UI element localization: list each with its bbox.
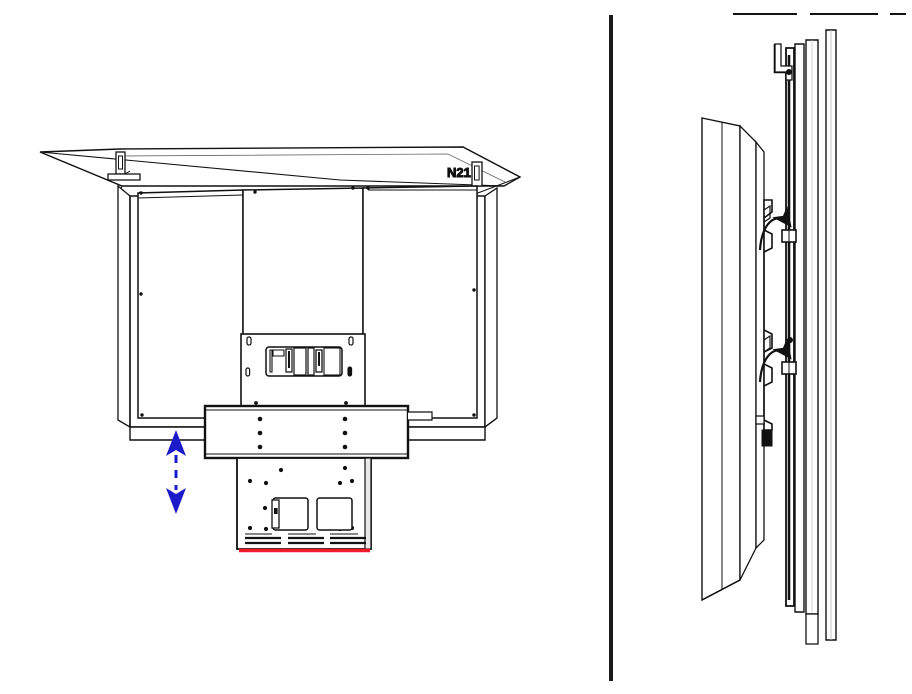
upper-engagement-arrow [758,206,792,251]
vertical-slide-arrow [166,430,186,514]
wall-surface [825,29,837,641]
wall-rail-bottom-return [805,613,819,645]
top-right-label-tab [471,161,483,187]
upper-engagement-pin [781,229,797,243]
bracket-rail-notched [755,199,773,447]
lower-engagement-pin [781,361,797,375]
sliding-mount-plate [236,457,372,550]
top-left-hinge-tab [107,151,141,181]
bracket-rail-carrier [785,47,795,607]
right-panel-side-view [701,13,906,645]
vent-slots-right [330,533,366,545]
display-back-cover [39,146,522,197]
wall-rail-vertical [794,39,819,615]
left-panel-rear-view: N21 [39,146,522,553]
display-bottom-edge [701,579,741,601]
lower-engagement-arrow [758,338,792,383]
top-hook-bracket [773,43,793,81]
connector-recess [265,346,343,377]
horizontal-rail-bar [203,404,433,460]
left-back-panel [137,189,244,419]
display-side-profile [701,117,765,602]
vent-slots [245,533,324,545]
mid-rail-marker [787,337,793,343]
right-back-panel [362,185,478,419]
stamp-label-n21: N21 [447,165,471,180]
